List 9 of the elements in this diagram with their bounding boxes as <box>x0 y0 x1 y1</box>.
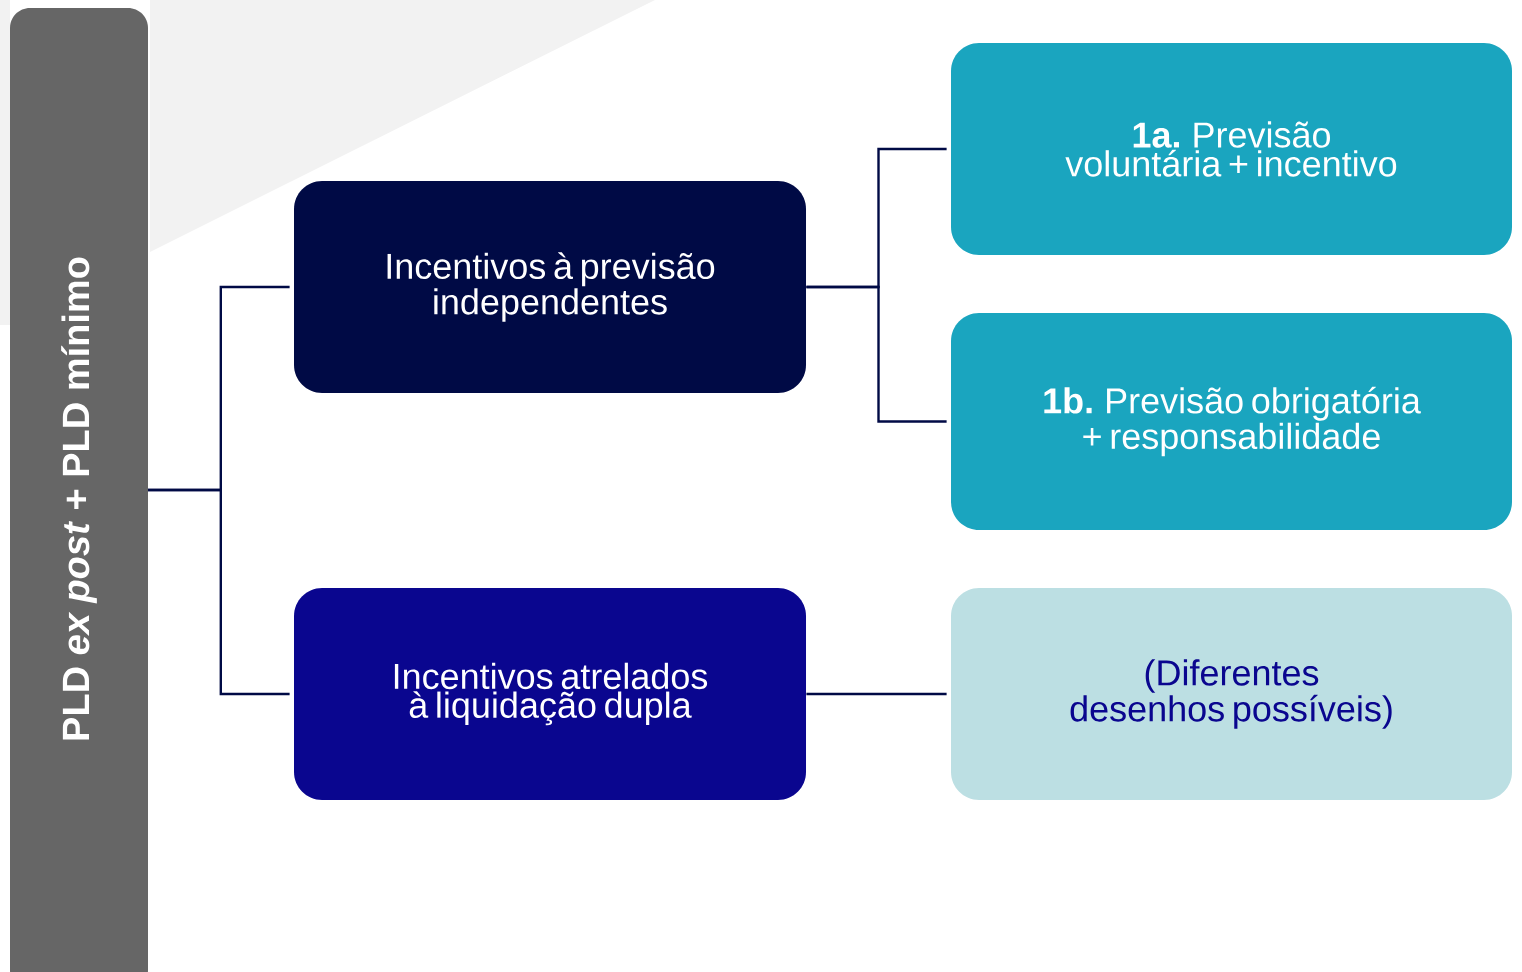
option-box: (Diferentes desenhos possíveis) <box>951 588 1512 800</box>
connector-line <box>148 488 290 696</box>
category-box: Incentivos atrelados à liquidação dupla <box>294 588 806 800</box>
side-bar: PLD ex post + PLD mínimo <box>10 8 148 972</box>
category-box: Incentivos à previsão independentes <box>294 181 806 393</box>
connector-line <box>806 285 947 423</box>
option-box: 1b. Previsão obrigatória + responsabilidade <box>951 313 1512 530</box>
connector-line <box>806 692 947 696</box>
option-box: 1a. Previsão voluntária + incentivo <box>951 43 1512 255</box>
